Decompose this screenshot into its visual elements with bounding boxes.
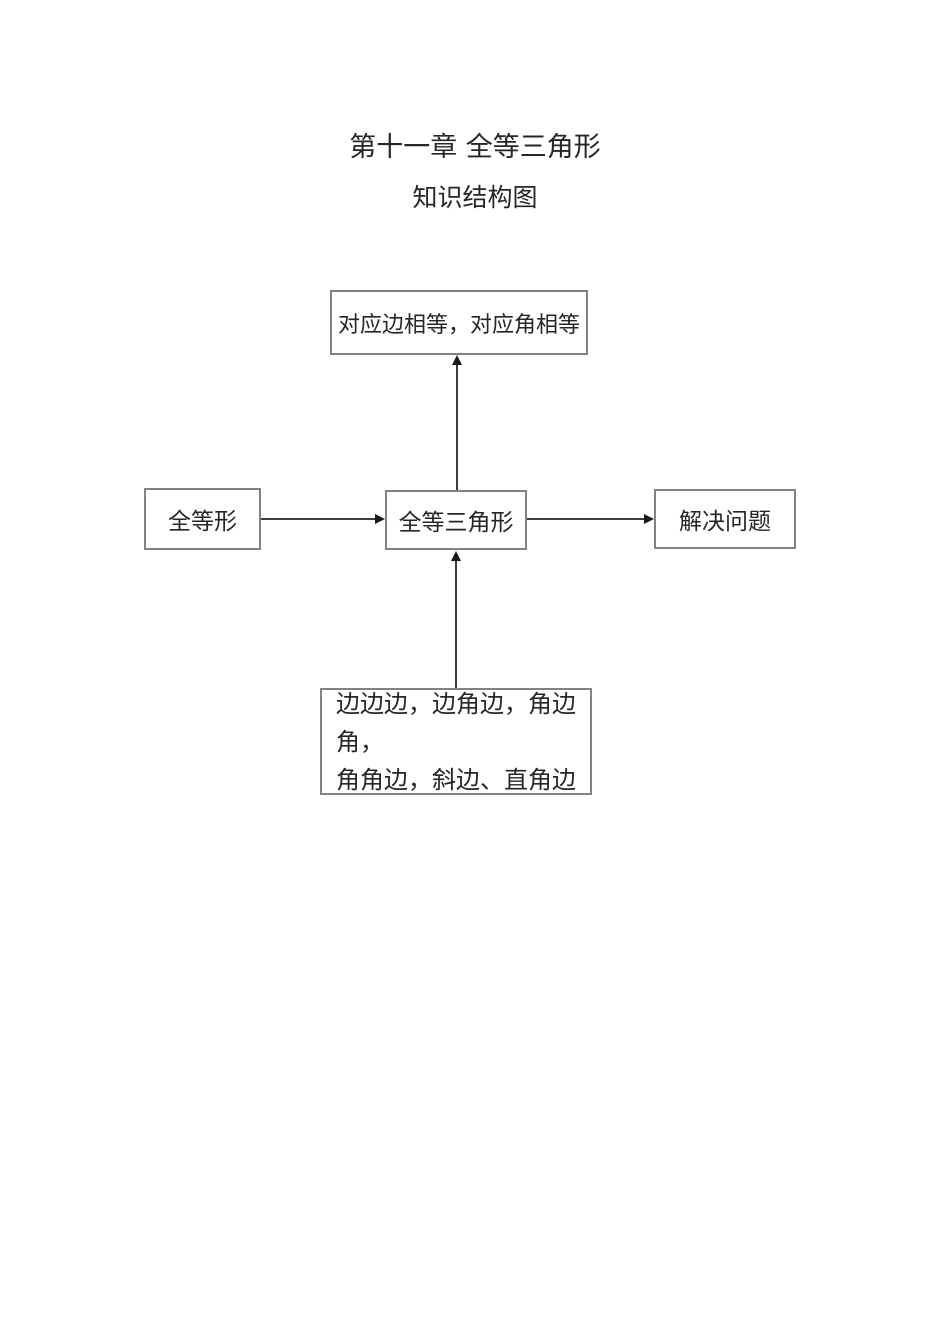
node-congruent-triangles: 全等三角形 — [385, 490, 527, 550]
edge-line-vertical — [456, 360, 458, 490]
node-label-line2: 角角边，斜边、直角边 — [336, 765, 576, 794]
chapter-title: 第十一章 全等三角形 — [349, 132, 601, 163]
node-label: 解决问题 — [679, 509, 771, 535]
node-label: 对应边相等，对应角相等 — [337, 312, 580, 338]
arrow-up-icon — [452, 355, 462, 365]
node-congruent-figures: 全等形 — [144, 488, 261, 550]
diagram-subtitle: 知识结构图 — [412, 183, 538, 212]
node-label: 全等形 — [168, 509, 237, 535]
node-corresponding-parts-equal: 对应边相等，对应角相等 — [330, 290, 588, 355]
arrow-up-icon — [451, 551, 461, 561]
arrow-right-icon — [375, 514, 385, 524]
node-label-line1: 边边边，边角边，角边角， — [336, 689, 576, 756]
arrow-right-icon — [644, 514, 654, 524]
node-label: 全等三角形 — [398, 510, 514, 536]
node-congruence-criteria: 边边边，边角边，角边角， 角角边，斜边、直角边 — [320, 688, 592, 795]
edge-line-vertical — [455, 557, 457, 688]
edge-line-horizontal — [527, 518, 644, 520]
edge-line-horizontal — [261, 518, 377, 520]
node-solve-problems: 解决问题 — [654, 489, 796, 549]
